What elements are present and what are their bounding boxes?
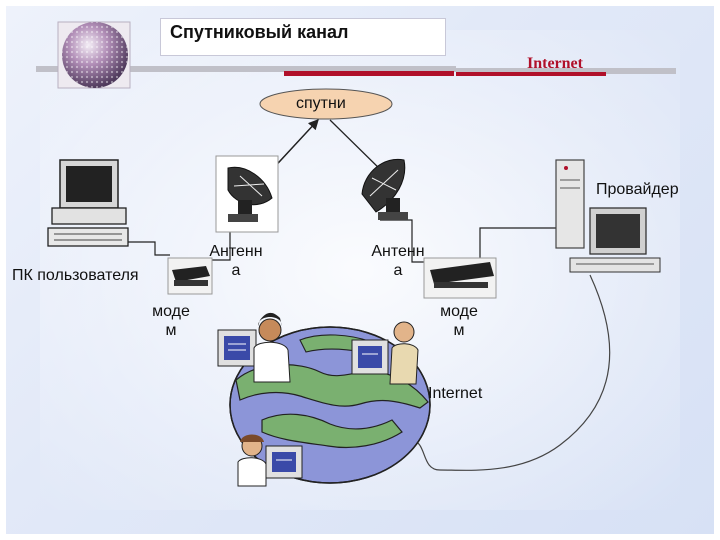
antenna-left-line-1: Антенн	[209, 243, 263, 260]
user-pc-icon	[47, 159, 129, 247]
provider-label: Провайдер	[596, 181, 679, 198]
title-box	[160, 18, 446, 56]
antenna-left-label: Антенн а	[206, 242, 266, 280]
modem-right-line-2: м	[453, 322, 465, 339]
modem-left-icon	[167, 257, 213, 295]
antenna-right-line-1: Антенн	[371, 243, 425, 260]
pc-user-label: ПК пользователя	[12, 267, 139, 284]
wire-pc-modem	[120, 241, 170, 256]
modem-left-line-2: м	[165, 322, 177, 339]
grey-bar-left	[36, 66, 456, 72]
page-title: Спутниковый канал	[170, 22, 349, 42]
internet-label: Internet	[428, 385, 483, 402]
grey-bar-right	[456, 68, 676, 74]
antenna-right-label: Антенн а	[368, 242, 428, 280]
person-woman-bottom-icon	[237, 434, 303, 487]
modem-right-icon	[423, 257, 497, 299]
person-woman-top-icon	[217, 312, 291, 383]
antenna-right-line-2: а	[393, 262, 403, 279]
red-bar-right	[456, 72, 606, 76]
satellite-ellipse	[259, 88, 393, 120]
antenna-left-line-2: а	[231, 262, 241, 279]
antenna-right-icon	[361, 158, 408, 220]
antenna-left-icon	[215, 155, 279, 233]
modem-right-label: моде м	[434, 302, 484, 340]
header-internet-tag: Internet	[527, 55, 583, 72]
modem-left-line-1: моде	[152, 303, 190, 320]
provider-server-icon	[555, 159, 661, 273]
red-bar-left	[284, 71, 454, 76]
person-man-right-icon	[351, 321, 419, 385]
wire-provider-internet	[409, 274, 611, 471]
satellite-label: спутни	[296, 95, 346, 112]
modem-right-line-1: моде	[440, 303, 478, 320]
modem-left-label: моде м	[146, 302, 196, 340]
link-sat-antenna-right	[329, 119, 386, 175]
